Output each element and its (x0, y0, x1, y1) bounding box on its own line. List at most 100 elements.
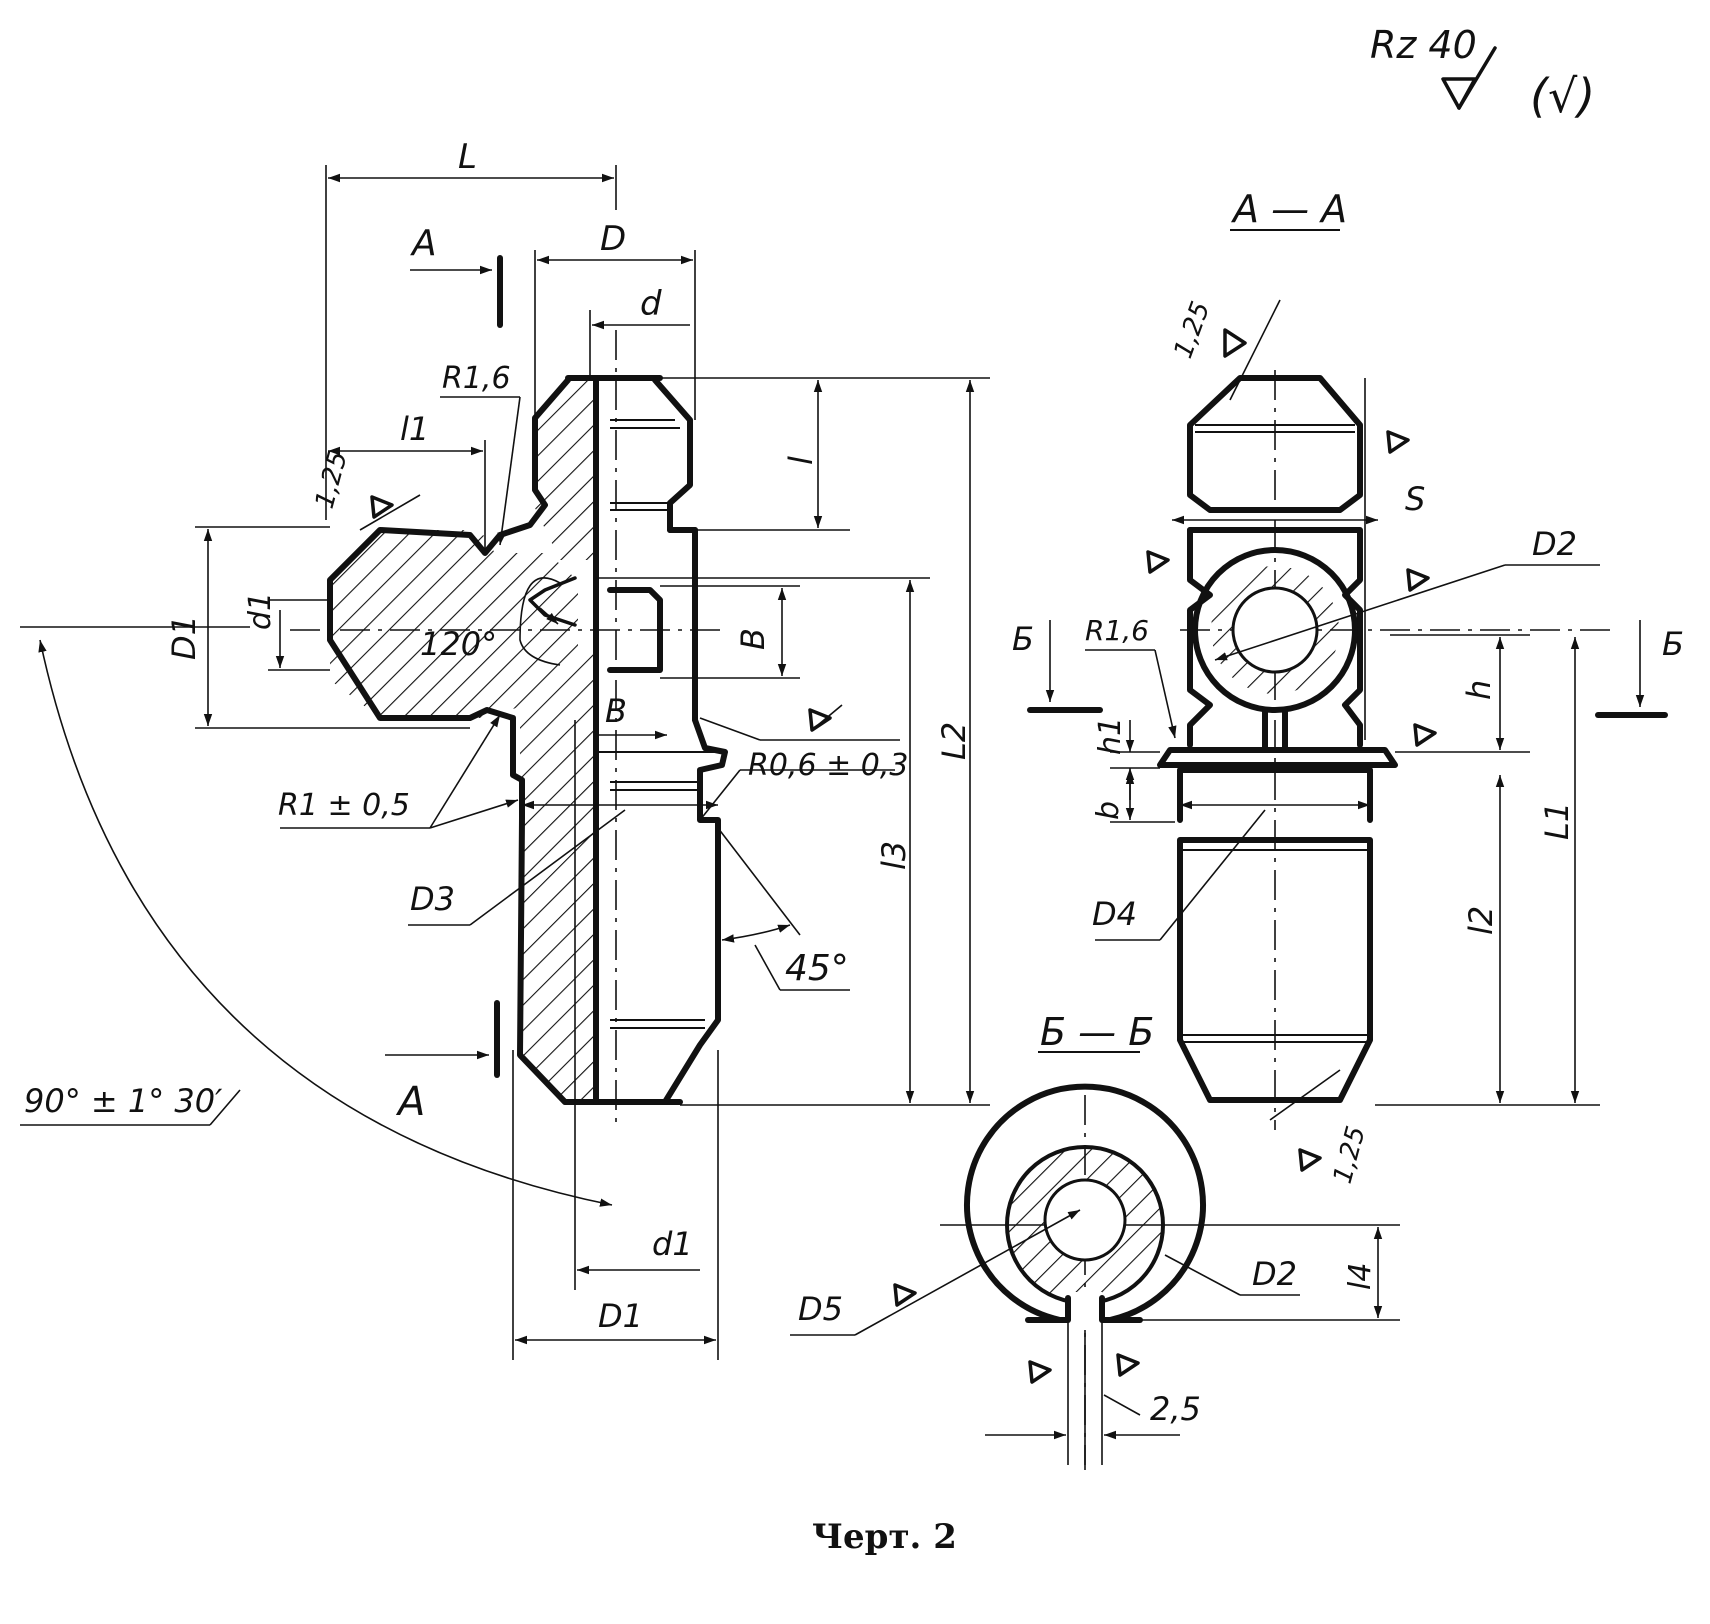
section-aa-dimensions: 1,25 S D2 R1,6 h h1 b (1085, 298, 1600, 1187)
leader-R06 (699, 769, 741, 821)
aa-groove (1177, 767, 1373, 823)
bb-inner-bore (1043, 1178, 1127, 1262)
label-aa-R16: R1,6 (1085, 614, 1149, 647)
roughness-triangle-1-icon (370, 495, 394, 519)
roughness-other-label: (√) (1530, 69, 1595, 123)
roughness-rz40-label: Rz 40 (1370, 23, 1477, 67)
bb-roughness-slot-left-icon (1028, 1360, 1052, 1384)
dim-h-label: h (1460, 680, 1498, 700)
bb-roughness-left-icon (893, 1283, 917, 1307)
section-b-right-label: Б (1662, 625, 1684, 663)
roughness-general: Rz 40 (√) (1370, 23, 1595, 123)
arc-90 (38, 639, 613, 1207)
leader-R1-a (429, 714, 501, 829)
dim-L2-label: L2 (935, 722, 973, 760)
dim-l-label: l (782, 456, 820, 465)
roughness-tick-2 (811, 704, 843, 731)
roughness-triangle-icon (1441, 77, 1477, 110)
dim-D-label: D (600, 219, 626, 259)
dim-L-label: L (458, 137, 477, 177)
dim-25-leader (1103, 1394, 1141, 1416)
aa-roughness-125-bottom: 1,25 (1328, 1123, 1372, 1187)
label-90: 90° ± 1° 30′ (24, 1082, 223, 1120)
label-D3: D3 (410, 880, 455, 918)
leader-aa-R16 (1154, 649, 1177, 739)
leader-90 (209, 1089, 241, 1126)
leader-R1-b (429, 799, 519, 829)
bb-slot-gap (1068, 1292, 1102, 1327)
dim-h1-label: h1 (1093, 717, 1128, 755)
aa-roughness-right-2-icon (1406, 568, 1430, 592)
bb-outer-ring (964, 1083, 1206, 1323)
aa-body-right (1187, 527, 1363, 748)
label-R1: R1 ± 0,5 (278, 788, 410, 823)
dim-b-label: b (1091, 801, 1126, 820)
roughness-triangle-2-icon (808, 708, 832, 732)
aa-stem (1262, 707, 1288, 753)
dim-D1-bottom-label: D1 (598, 1297, 643, 1335)
label-D5: D5 (798, 1290, 843, 1328)
roughness-tick (1457, 46, 1497, 110)
section-aa-view: А — А (1157, 187, 1610, 1130)
bb-roughness-slot-right-icon (1116, 1353, 1140, 1377)
leader-D4 (1159, 809, 1266, 941)
aa-roughness-right-1-icon (1386, 430, 1410, 454)
aa-ring-outer (1192, 547, 1358, 713)
section-a-bottom-label: А (395, 1079, 425, 1125)
dim-l3-label: l3 (875, 841, 913, 870)
aa-roughness-left-1-icon (1146, 550, 1170, 574)
leader-45 (754, 944, 781, 991)
front-side-branch-hatch (330, 530, 578, 660)
section-a-top-label: А (410, 223, 437, 264)
dim-S-label: S (1405, 480, 1425, 518)
aa-roughness-leader-bottom (1269, 1069, 1341, 1121)
front-dimensions: L D d R1,6 l1 1,25 D1 d1 120° (20, 137, 990, 1360)
aa-roughness-triangle-bottom-icon (1298, 1148, 1322, 1172)
front-view (290, 330, 728, 1130)
dim-l1-label: l1 (400, 410, 429, 448)
dim-B-vertical-label: B (734, 628, 772, 650)
roughness-leader-2 (699, 717, 761, 741)
aa-roughness-right-3-icon (1413, 723, 1437, 747)
leader-45-ext (717, 827, 801, 936)
arc-45 (721, 924, 791, 943)
section-bb-title: Б — Б (1040, 1010, 1154, 1054)
roughness-leader-1 (359, 494, 421, 531)
aa-roughness-triangle-top-icon (1223, 328, 1247, 358)
aa-ring-inner (1231, 586, 1319, 674)
aa-flange (1157, 747, 1398, 768)
section-b-markers: Б Б (1012, 620, 1684, 718)
section-b-left-label: Б (1012, 620, 1034, 658)
label-aa-D2: D2 (1532, 525, 1577, 563)
dim-l2-label: l2 (1462, 906, 1500, 935)
aa-top-nut (1187, 375, 1363, 513)
section-bb-dimensions: D2 l4 D5 2,5 (790, 1209, 1400, 1465)
dim-25-label: 2,5 (1150, 1390, 1201, 1428)
dim-B-horizontal-label: B (605, 692, 627, 730)
figure-caption: Черт. 2 (812, 1517, 957, 1557)
label-bb-D2: D2 (1252, 1255, 1297, 1293)
roughness-125-label-1: 1,25 (310, 448, 354, 512)
section-bb-view: Б — Б (940, 1010, 1400, 1470)
aa-roughness-leader-top (1229, 299, 1281, 401)
leader-R16 (497, 396, 521, 546)
arc-120-arrow (539, 607, 559, 625)
section-aa-title: А — А (1230, 187, 1347, 231)
front-lower-wall-hatch (520, 650, 596, 1100)
leader-aa-D2 (1214, 564, 1506, 661)
aa-body-left (1187, 527, 1213, 748)
front-upper-thread-outline (652, 377, 693, 533)
label-R06: R0,6 ± 0,3 (748, 748, 908, 783)
leader-bb-D2 (1164, 1254, 1241, 1296)
dim-d1-bottom-label: d1 (652, 1225, 693, 1263)
label-120: 120° (420, 625, 497, 663)
label-D4: D4 (1092, 895, 1137, 933)
front-outline-left (327, 377, 683, 1105)
label-45: 45° (785, 948, 849, 989)
dim-d1-side-label: d1 (243, 592, 278, 630)
dim-L1-label: L1 (1538, 802, 1576, 840)
leader-D5 (854, 1209, 1081, 1336)
dim-d-label: d (640, 284, 662, 324)
section-a-markers: А А (385, 223, 503, 1125)
